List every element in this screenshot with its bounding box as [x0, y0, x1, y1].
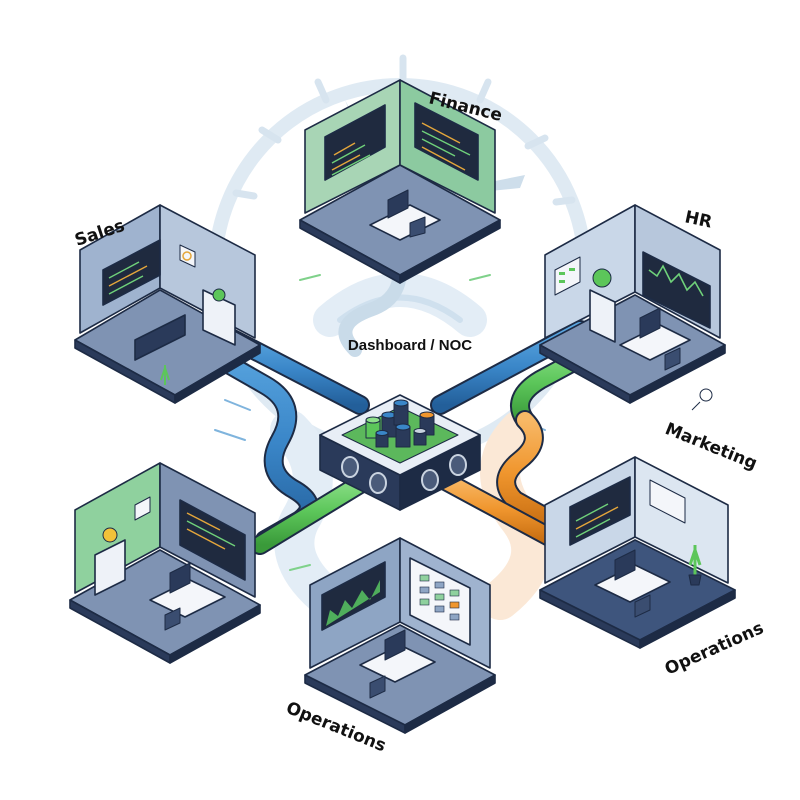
laptop — [384, 629, 406, 661]
plant-icon — [688, 545, 702, 575]
cabinet — [134, 314, 186, 361]
pipe-hr-marketing-orange — [498, 412, 568, 533]
clock-ticks — [232, 54, 576, 206]
clock-icon — [182, 251, 192, 261]
code-monitor-right — [414, 102, 479, 181]
chair — [664, 347, 681, 371]
code-lines — [186, 512, 236, 550]
area-chart — [326, 580, 380, 626]
pipe-hub-marketing-orange — [432, 470, 563, 548]
code-lines-right — [421, 122, 471, 171]
code-lines — [575, 503, 619, 538]
room-sales[interactable] — [74, 204, 261, 404]
laptop — [614, 549, 636, 581]
plant-icon — [212, 288, 226, 302]
kanban-cards — [419, 574, 460, 621]
bookshelf — [94, 539, 126, 596]
laptop — [639, 307, 661, 339]
line-chart — [648, 264, 704, 297]
code-monitor — [179, 499, 246, 581]
chair — [164, 607, 181, 631]
plant-floor-icon — [160, 364, 170, 385]
shelf — [202, 289, 236, 346]
plant-icon — [102, 527, 118, 543]
cylinder-grey — [413, 428, 427, 446]
room-hr[interactable] — [539, 204, 726, 404]
label-marketing: Marketing — [662, 419, 760, 474]
pipe-finance-hub — [338, 263, 407, 357]
dashboard-noc-hub[interactable] — [319, 394, 481, 511]
status-board-indicators — [559, 268, 575, 283]
room-operations-bottom[interactable] — [304, 537, 496, 734]
room-marketing[interactable] — [539, 456, 736, 649]
plant-icon — [592, 268, 612, 288]
laptop — [169, 562, 191, 594]
code-lines-left — [331, 142, 371, 176]
cylinder-blue-3 — [395, 423, 411, 448]
chair — [634, 594, 651, 618]
hub-ports — [341, 454, 467, 494]
chair — [369, 675, 386, 699]
code-monitor — [569, 476, 631, 546]
room-operations-left[interactable] — [69, 462, 261, 664]
doodle-icon — [691, 388, 713, 411]
code-lines — [108, 261, 148, 295]
label-hr: HR — [683, 207, 714, 232]
cylinder-blue-4 — [375, 430, 389, 448]
plant-pot — [688, 574, 702, 586]
drawer-cabinet — [589, 289, 616, 343]
wall-picture — [134, 496, 151, 521]
laptop — [387, 189, 409, 219]
wall-clock — [179, 244, 196, 268]
code-monitor — [102, 239, 161, 306]
hub-label: Dashboard / NOC — [348, 337, 472, 354]
status-board — [554, 256, 581, 296]
cylinder-blue-2 — [393, 399, 409, 426]
chair — [409, 216, 426, 238]
area-chart-monitor — [321, 561, 386, 631]
icon-board — [649, 479, 686, 524]
pipe-hub-operations-green — [252, 470, 378, 553]
room-finance[interactable] — [299, 79, 501, 284]
database-cylinders — [365, 399, 435, 448]
